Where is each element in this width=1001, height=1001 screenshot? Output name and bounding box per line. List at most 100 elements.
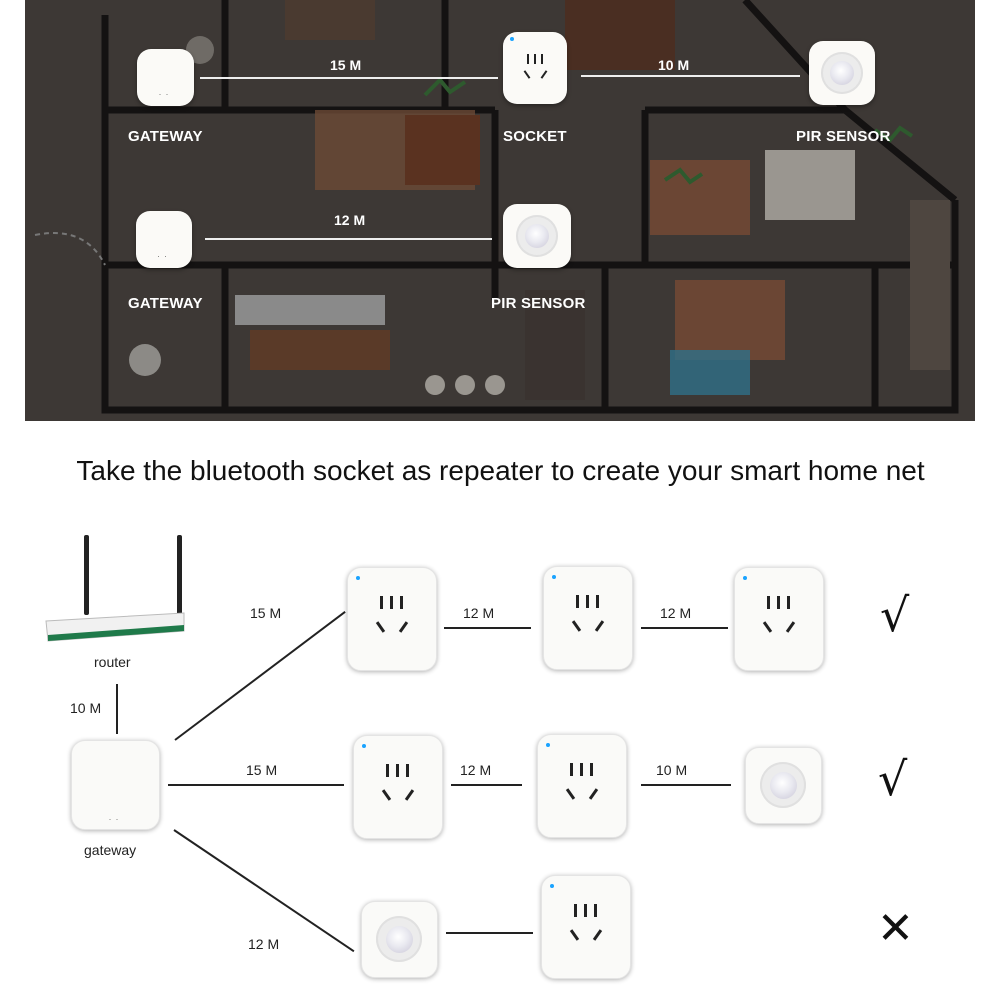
router-device: [44, 533, 189, 648]
socket-slot: [398, 621, 409, 633]
plan-socket-device: [503, 32, 567, 104]
socket-slot: [569, 929, 580, 941]
socket-slot: [540, 70, 548, 79]
row2-result-check-icon: √: [878, 752, 908, 806]
plan-distance-gateway-socket: 15 M: [330, 57, 362, 73]
socket-slot: [527, 54, 529, 64]
headline: Take the bluetooth socket as repeater to…: [76, 455, 925, 486]
socket-slot: [588, 788, 599, 800]
pir-lens: [386, 926, 413, 953]
distance-router-gateway: 10 M: [70, 700, 102, 716]
socket-slot: [375, 621, 386, 633]
row3-result-cross-icon: ✕: [877, 903, 914, 954]
plan-socket-label: SOCKET: [503, 128, 567, 145]
socket-slot: [386, 764, 389, 777]
socket-slot: [574, 904, 577, 917]
socket-slot: [592, 929, 603, 941]
socket-slot: [596, 595, 599, 608]
plan-pir-sensor-device-1: [809, 41, 875, 105]
router-icon: [45, 535, 185, 642]
row1-distance-1: 15 M: [250, 605, 282, 621]
row2-distance-3: 10 M: [656, 762, 688, 778]
socket-slot: [787, 596, 790, 609]
row1-distance-2: 12 M: [463, 605, 495, 621]
gateway-led-dots: ··: [157, 251, 171, 261]
plan-distance-gateway-pir: 12 M: [334, 212, 366, 228]
plan-link-gateway-pir: [205, 238, 492, 240]
plan-link-socket-pir: [581, 75, 800, 77]
row1-result-check-icon: √: [880, 588, 910, 642]
socket-slot: [523, 70, 531, 79]
floor-plan-drawing: [34, 0, 959, 414]
plan-pir-sensor-device-2: [503, 204, 571, 268]
gateway-label: gateway: [84, 842, 137, 858]
socket-indicator-light: [552, 575, 556, 579]
pir-lens: [770, 772, 797, 799]
socket-slot: [576, 595, 579, 608]
socket-slot: [762, 621, 773, 633]
plan-gateway-device-2: ··: [136, 211, 192, 268]
socket-slot: [586, 595, 589, 608]
socket-indicator-light: [743, 576, 747, 580]
socket-slot: [390, 596, 393, 609]
plan-gateway-label-2: GATEWAY: [128, 295, 203, 312]
socket-slot: [400, 596, 403, 609]
socket-indicator-light: [546, 743, 550, 747]
socket-slot: [396, 764, 399, 777]
row1-link-2: [444, 627, 531, 629]
socket-slot: [406, 764, 409, 777]
row2-distance-1: 15 M: [246, 762, 278, 778]
row1-link-3: [641, 627, 728, 629]
pir-lens: [830, 61, 854, 85]
link-gateway-row2: [168, 784, 344, 786]
row3-socket: [541, 875, 631, 979]
socket-indicator-light: [550, 884, 554, 888]
row3-link-2: [446, 932, 533, 934]
gateway-led-dots: ··: [108, 814, 123, 824]
socket-slot: [777, 596, 780, 609]
socket-slot: [594, 904, 597, 917]
plan-pir-label-1: PIR SENSOR: [796, 128, 891, 145]
row2-link-2: [451, 784, 522, 786]
link-gateway-row3: [173, 829, 355, 953]
pir-lens: [525, 224, 549, 248]
socket-slot: [541, 54, 543, 64]
row1-distance-3: 12 M: [660, 605, 692, 621]
socket-slot: [381, 789, 392, 801]
gateway-device: ··: [71, 740, 160, 830]
plan-gateway-device-1: ··: [137, 49, 194, 106]
socket-slot: [570, 763, 573, 776]
row3-distance-1: 12 M: [248, 936, 280, 952]
socket-slot: [785, 621, 796, 633]
plan-distance-socket-pir: 10 M: [658, 57, 690, 73]
plan-link-gateway-socket: [200, 77, 498, 79]
row2-socket-1: [353, 735, 443, 839]
socket-slot: [594, 620, 605, 632]
gateway-led-dots: ··: [158, 89, 173, 99]
row1-socket-2: [543, 566, 633, 670]
socket-slot: [584, 904, 587, 917]
socket-slot: [404, 789, 415, 801]
link-router-gateway: [116, 684, 118, 734]
row2-distance-2: 12 M: [460, 762, 492, 778]
socket-slot: [590, 763, 593, 776]
row2-socket-2: [537, 734, 627, 838]
link-gateway-row1: [174, 611, 346, 741]
socket-indicator-light: [362, 744, 366, 748]
socket-slot: [580, 763, 583, 776]
socket-slot: [571, 620, 582, 632]
row1-socket-3: [734, 567, 824, 671]
row3-pir-sensor: [361, 901, 438, 978]
socket-slot: [767, 596, 770, 609]
socket-slot: [565, 788, 576, 800]
socket-indicator-light: [510, 37, 514, 41]
socket-slot: [380, 596, 383, 609]
row2-link-3: [641, 784, 731, 786]
row1-socket-1: [347, 567, 437, 671]
row2-pir-sensor: [745, 747, 822, 824]
plan-pir-label-2: PIR SENSOR: [491, 295, 586, 312]
socket-indicator-light: [356, 576, 360, 580]
socket-slot: [534, 54, 536, 64]
router-label: router: [94, 654, 131, 670]
plan-gateway-label-1: GATEWAY: [128, 128, 203, 145]
